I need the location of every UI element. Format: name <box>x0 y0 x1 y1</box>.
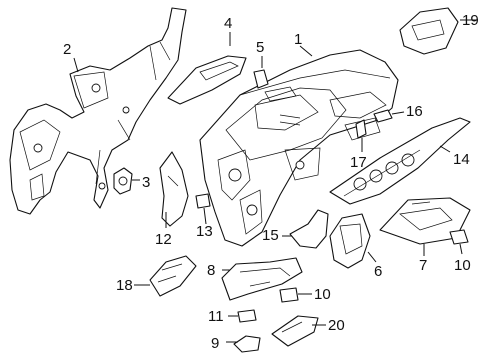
callout-16: 16 <box>406 103 423 120</box>
part-13-clip <box>195 193 211 209</box>
callout-15: 15 <box>262 227 279 244</box>
leader-lines <box>73 19 478 343</box>
callout-9: 9 <box>211 335 219 352</box>
part-17-switch <box>355 119 367 139</box>
callout-10-upper: 10 <box>454 257 471 274</box>
part-4-trim-panel <box>167 55 247 105</box>
leader-14 <box>439 145 451 153</box>
callout-3: 3 <box>142 174 150 191</box>
part-8-bracket <box>221 257 303 301</box>
part-12-side-cover <box>159 151 189 227</box>
callout-19: 19 <box>462 12 479 29</box>
callout-10-lower: 10 <box>314 286 331 303</box>
part-6-glove-box <box>329 213 371 269</box>
callout-4: 4 <box>224 15 232 32</box>
part-19-switch-module <box>399 7 459 55</box>
part-15-bracket <box>289 209 329 249</box>
part-1-instrument-panel <box>199 49 399 247</box>
part-18-bracket <box>149 255 197 297</box>
callout-numbers: 1 2 3 4 5 6 7 8 9 10 10 11 12 13 14 15 1… <box>63 12 479 352</box>
part-14-trim-strip <box>329 117 471 205</box>
part-20-switch-panel <box>271 315 319 347</box>
callout-6: 6 <box>374 263 382 280</box>
callout-1: 1 <box>294 31 302 48</box>
part-7-console-panel <box>379 197 471 245</box>
callout-14: 14 <box>453 151 470 168</box>
part-2-cross-car-beam <box>9 7 187 215</box>
callout-8: 8 <box>207 262 215 279</box>
part-5-clip <box>253 69 269 89</box>
callout-20: 20 <box>328 317 345 334</box>
part-10-clip-lower <box>279 287 299 303</box>
callout-2: 2 <box>63 41 71 58</box>
callout-11: 11 <box>208 308 224 325</box>
part-16-pin <box>373 109 393 123</box>
part-9-bracket <box>233 335 261 353</box>
callout-7: 7 <box>419 257 427 274</box>
leader-13 <box>203 207 207 225</box>
callout-12: 12 <box>155 231 172 248</box>
leader-10a <box>459 243 463 255</box>
part-11-fastener <box>237 309 257 323</box>
callout-5: 5 <box>256 39 264 56</box>
leader-16 <box>391 111 405 115</box>
leader-1 <box>299 45 313 57</box>
leader-2 <box>73 57 79 73</box>
callout-13: 13 <box>196 223 213 240</box>
callout-18: 18 <box>116 277 133 294</box>
part-10-clip-upper <box>449 229 469 245</box>
leader-6 <box>367 251 377 263</box>
part-3-sensor <box>113 167 133 195</box>
callout-17: 17 <box>350 154 367 171</box>
